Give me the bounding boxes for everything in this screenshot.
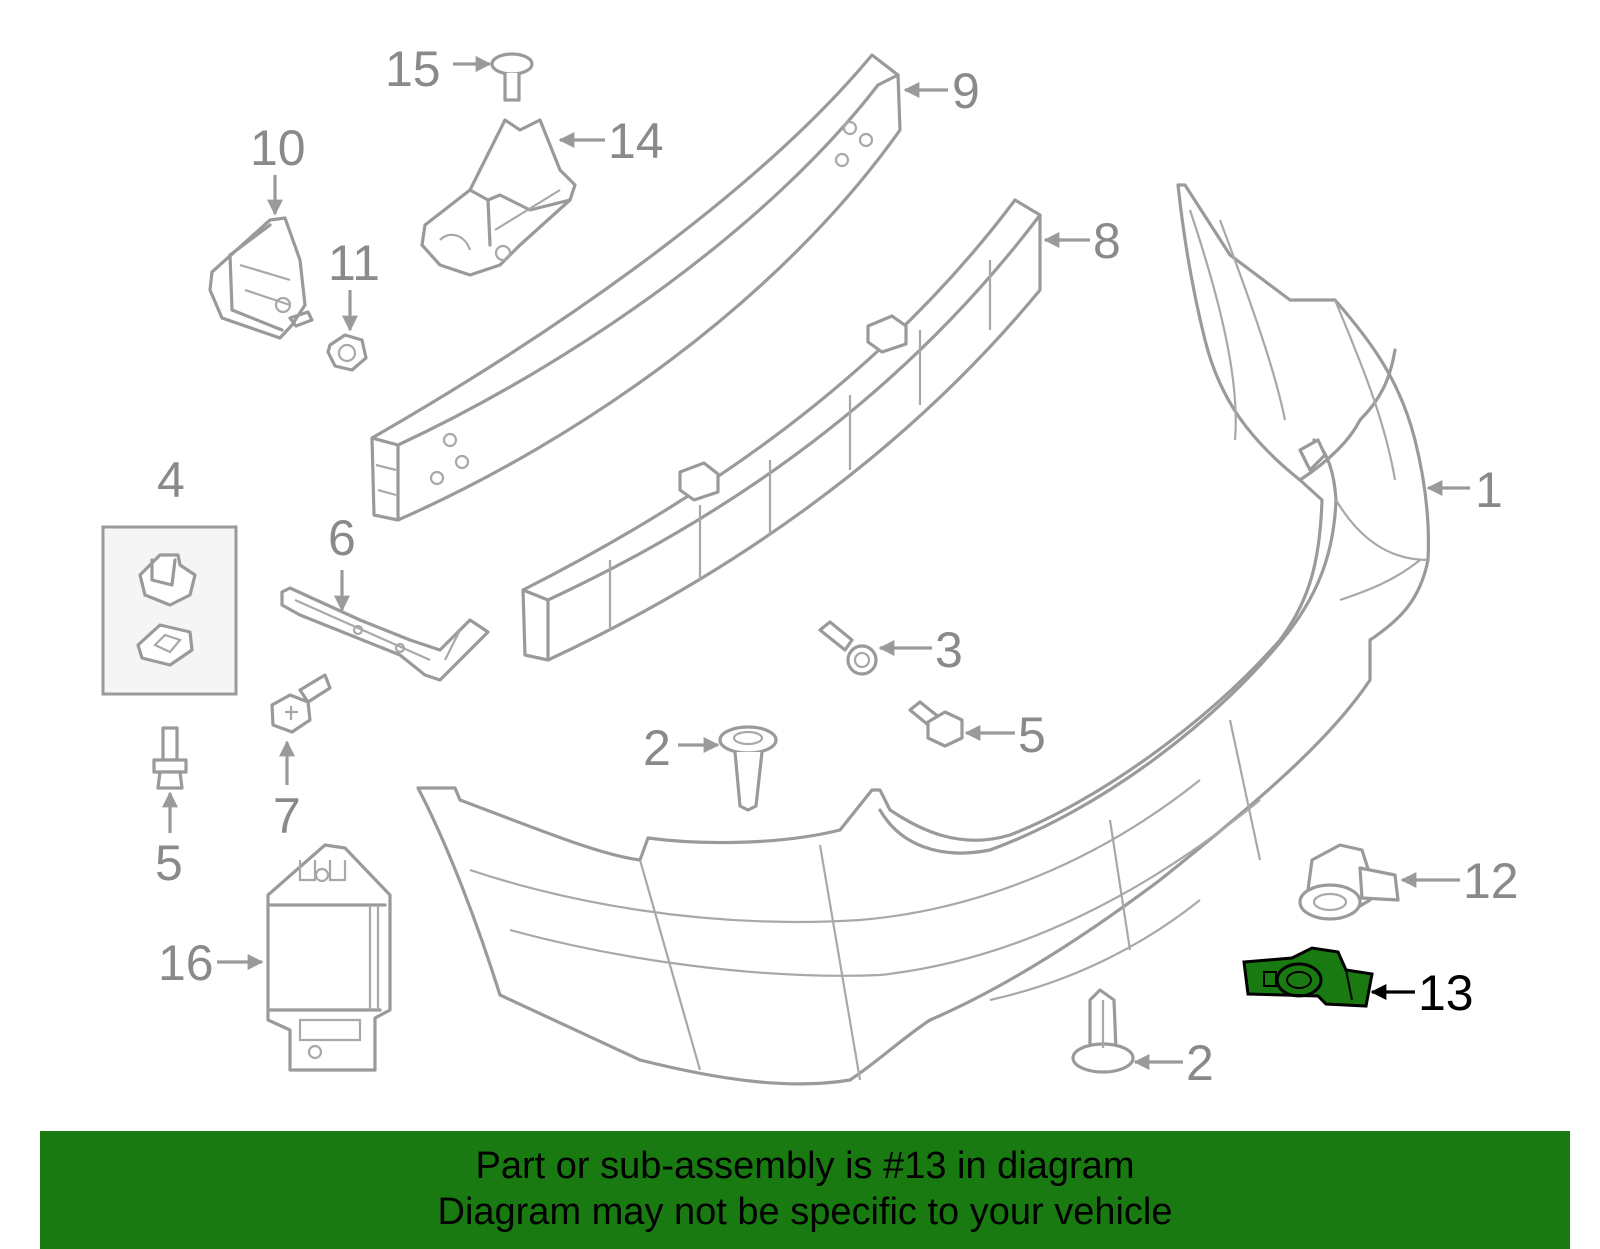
part-16-control-module	[266, 843, 392, 1072]
callout-11[interactable]: 11	[328, 235, 380, 291]
parts-diagram: 15 9 14 10 11 8 1 4 6 3 5 2 7 5 12 16 13…	[101, 41, 1519, 1091]
part-6-bracket	[280, 586, 490, 682]
part-15-clip	[490, 52, 534, 102]
callout-16[interactable]: 16	[158, 935, 214, 991]
part-2-clip-bottom	[1071, 988, 1135, 1074]
part-11-nut	[326, 333, 368, 372]
callout-5-left[interactable]: 5	[155, 835, 183, 891]
part-4-clip-kit	[101, 525, 238, 696]
callout-8[interactable]: 8	[1093, 213, 1121, 269]
callout-7[interactable]: 7	[273, 788, 301, 844]
callout-14[interactable]: 14	[608, 113, 664, 169]
part-5-bolt-left	[152, 726, 188, 790]
callout-2-center[interactable]: 2	[643, 720, 671, 776]
callout-4[interactable]: 4	[157, 452, 185, 508]
part-12-sensor-bracket	[1298, 843, 1400, 921]
callout-3[interactable]: 3	[935, 622, 963, 678]
part-8-energy-absorber	[521, 198, 1042, 662]
part-5-bolt-center	[908, 700, 964, 748]
part-2-clip-center	[718, 725, 778, 812]
callout-6[interactable]: 6	[328, 510, 356, 566]
callout-13[interactable]: 13	[1418, 965, 1474, 1021]
callout-15[interactable]: 15	[385, 41, 441, 97]
part-9-reinforcement-beam	[370, 53, 902, 522]
callout-9[interactable]: 9	[952, 63, 980, 119]
part-3-push-pin	[818, 620, 878, 676]
part-1-bumper-cover	[416, 183, 1431, 1086]
callout-5-center[interactable]: 5	[1018, 707, 1046, 763]
part-13-parking-sensor[interactable]	[1242, 946, 1374, 1008]
banner-line-1: Part or sub-assembly is #13 in diagram	[475, 1145, 1135, 1187]
callout-10[interactable]: 10	[250, 120, 306, 176]
callout-12[interactable]: 12	[1463, 853, 1519, 909]
banner-line-2: Diagram may not be specific to your vehi…	[437, 1191, 1173, 1233]
part-10-bracket	[208, 216, 314, 340]
callout-labels: 15 9 14 10 11 8 1 4 6 3 5 2 7 5 12 16 13…	[155, 41, 1519, 1091]
info-banner: Part or sub-assembly is #13 in diagram D…	[40, 1131, 1570, 1249]
part-14-bracket	[420, 118, 577, 277]
callout-1[interactable]: 1	[1475, 462, 1503, 518]
callout-arrows	[162, 56, 1470, 1070]
callout-2-bottom[interactable]: 2	[1186, 1035, 1214, 1091]
part-7-screw	[270, 673, 332, 734]
